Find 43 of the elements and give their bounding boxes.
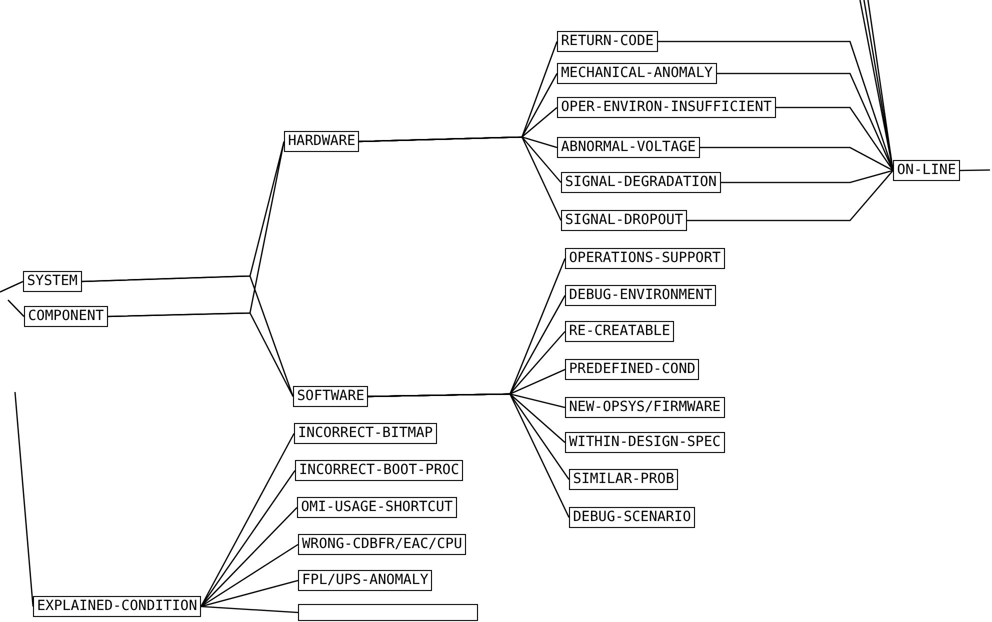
node-box: RE-CREATABLE: [565, 321, 674, 342]
node-box: RETURN-CODE: [557, 31, 658, 52]
node-box: OMI-USAGE-SHORTCUT: [297, 497, 457, 518]
connector-line: [14, 392, 34, 607]
connector-line: [700, 146, 894, 172]
empty-box: [298, 604, 478, 621]
connector-line: [368, 393, 570, 518]
node-box: DEBUG-ENVIRONMENT: [565, 285, 716, 306]
node-box: EXPLAINED-CONDITION: [33, 596, 202, 617]
connector-line: [0, 280, 24, 293]
node-box: INCORRECT-BITMAP: [294, 423, 437, 444]
connector-line: [82, 275, 294, 397]
node-box: HARDWARE: [284, 131, 360, 152]
connector-line: [8, 300, 24, 317]
connector-line: [721, 170, 894, 184]
node-box: PREDEFINED-COND: [565, 359, 700, 380]
node-box: FPL/UPS-ANOMALY: [298, 570, 432, 591]
node-box: SIGNAL-DROPOUT: [561, 210, 688, 231]
node-box: NEW-OPSYS/FIRMWARE: [565, 397, 725, 418]
node-box: SIGNAL-DEGRADATION: [561, 172, 721, 193]
connector-line: [358, 136, 562, 221]
node-box: DEBUG-SCENARIO: [569, 507, 696, 528]
connector-line: [200, 580, 298, 608]
node-box: OPER-ENVIRON-INSUFFICIENT: [557, 97, 776, 118]
node-box: SOFTWARE: [293, 386, 368, 407]
node-box: INCORRECT-BOOT-PROC: [295, 460, 464, 481]
node-box: WRONG-CDBFR/EAC/CPU: [298, 534, 466, 555]
node-box: ABNORMAL-VOLTAGE: [557, 137, 700, 158]
node-box: OPERATIONS-SUPPORT: [565, 248, 725, 269]
node-box: MECHANICAL-ANOMALY: [557, 63, 717, 84]
node-box: COMPONENT: [24, 306, 108, 327]
connector-line: [776, 106, 894, 171]
node-box: SYSTEM: [23, 271, 82, 292]
connector-line: [687, 170, 894, 222]
connector-line: [200, 433, 295, 607]
connector-line: [200, 606, 298, 614]
node-box: SIMILAR-PROB: [569, 469, 678, 490]
node-box: ON-LINE: [893, 160, 960, 181]
connector-line: [200, 507, 298, 607]
connector-line: [108, 312, 294, 397]
connector-line: [200, 544, 298, 608]
node-box: WITHIN-DESIGN-SPEC: [565, 432, 725, 453]
connector-line: [960, 169, 990, 172]
